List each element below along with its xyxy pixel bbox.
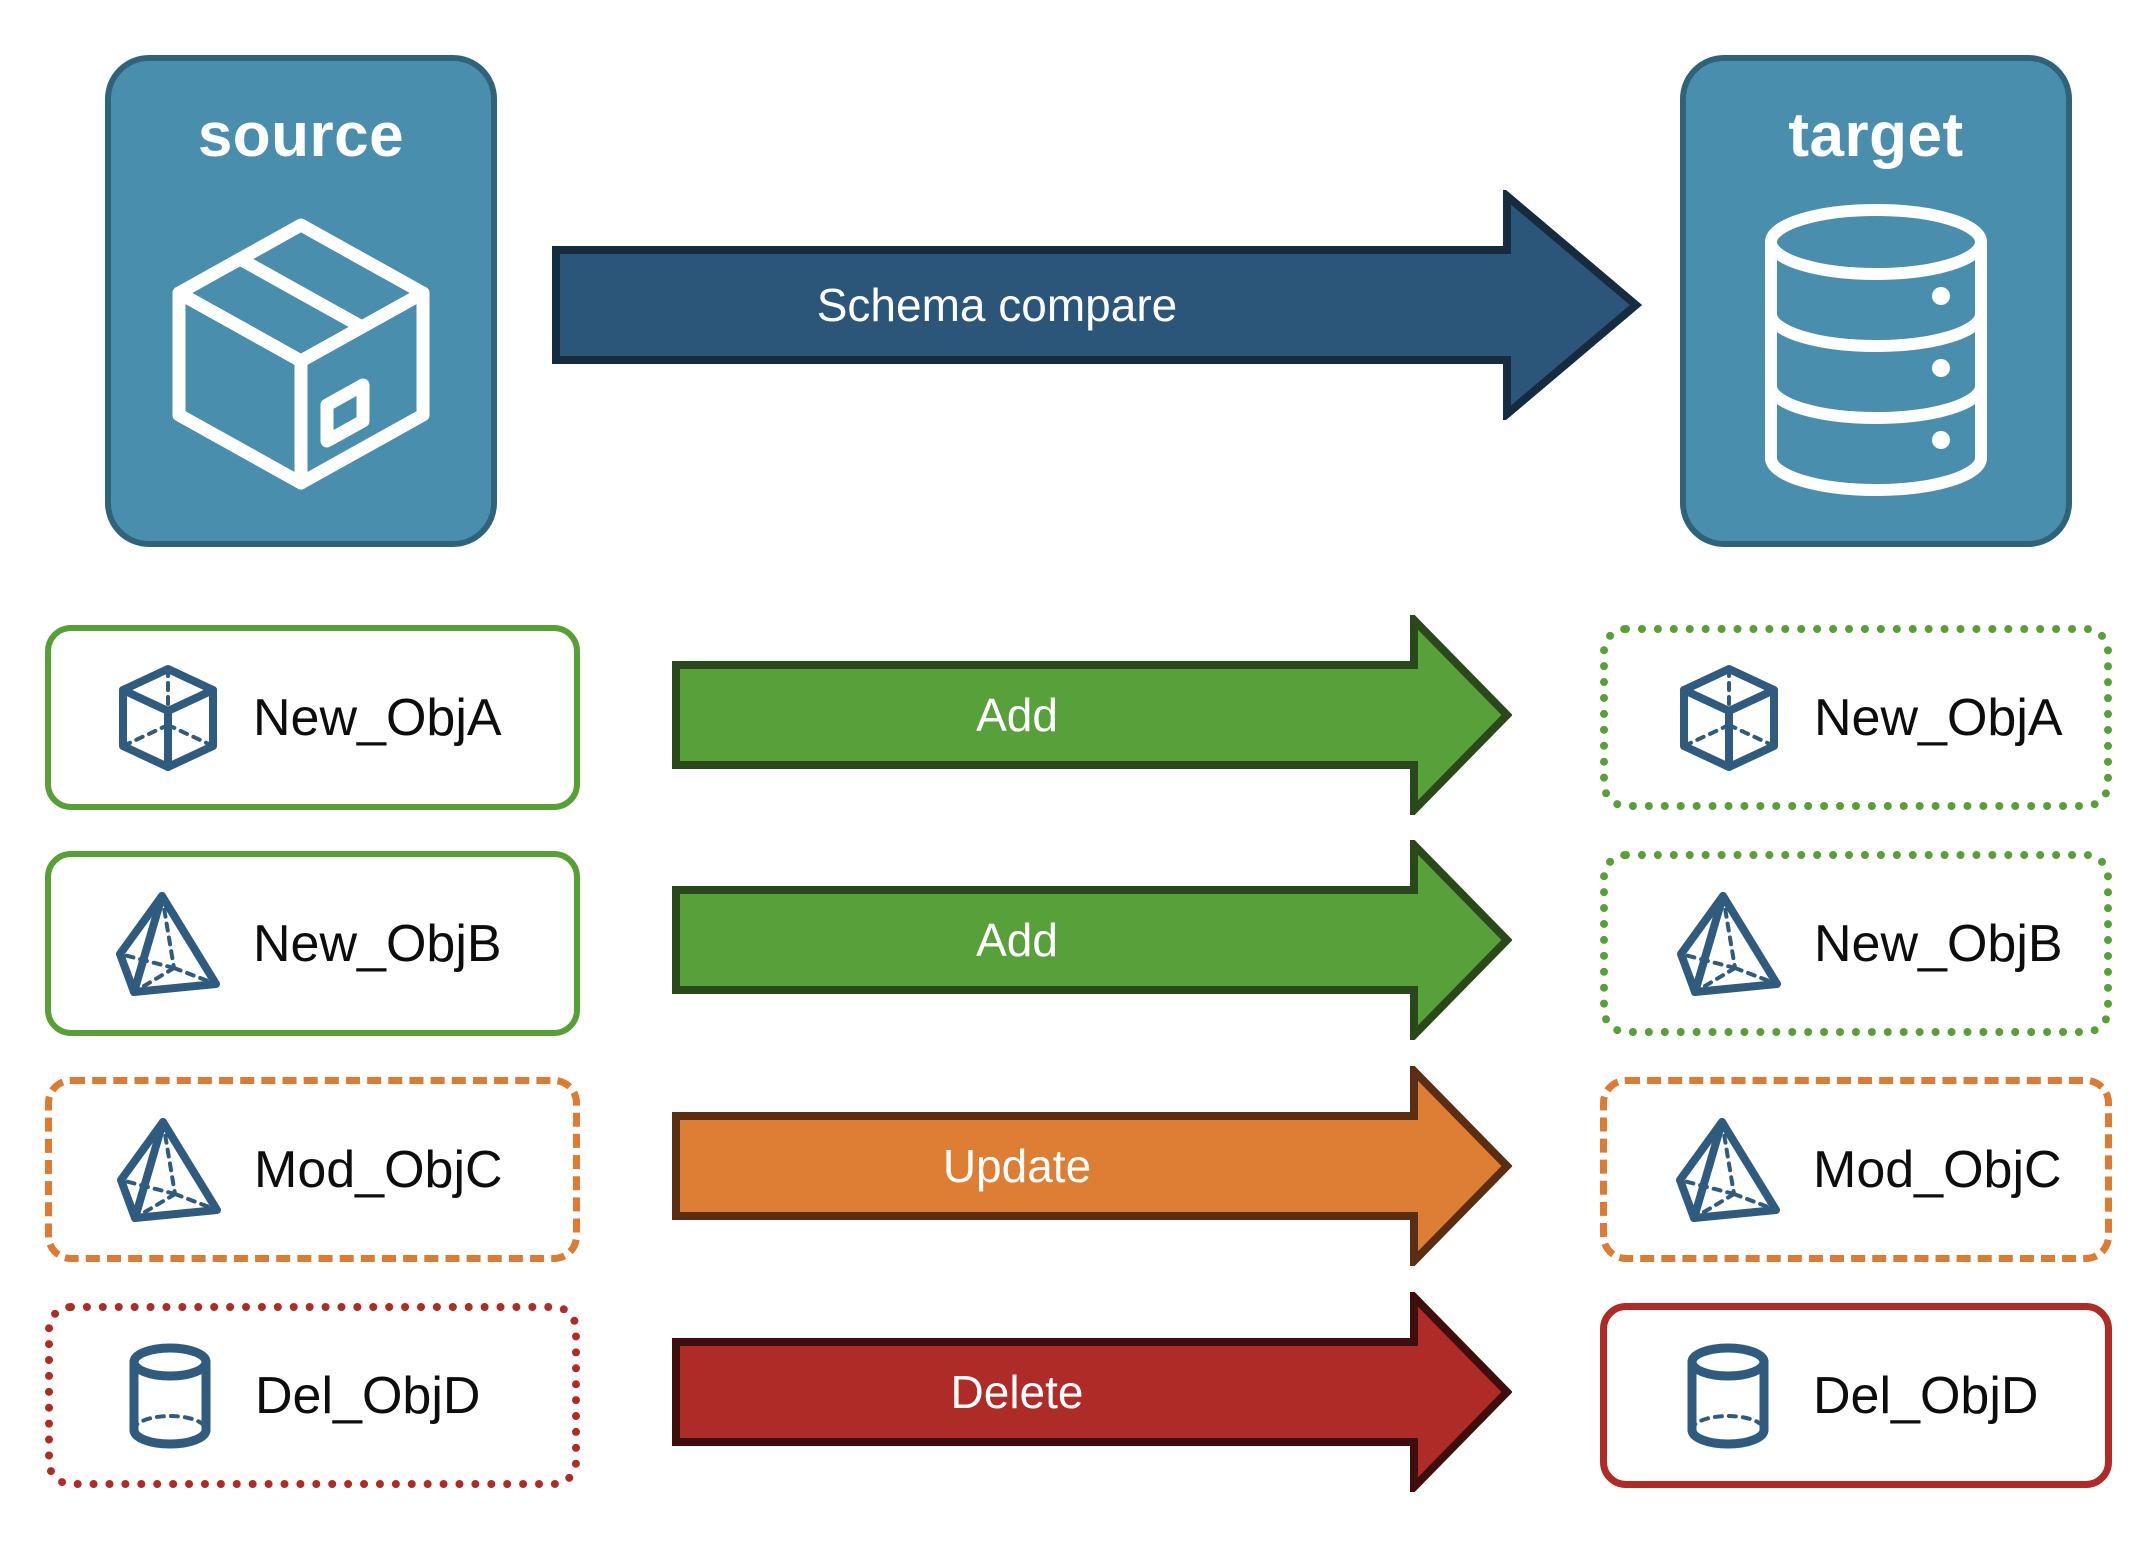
source-card-new-obja[interactable]: New_ObjA	[45, 625, 580, 810]
target-card-new-obja[interactable]: New_ObjA	[1600, 625, 2112, 810]
action-arrow-add-1[interactable]: Add	[672, 610, 1513, 820]
action-arrow-delete[interactable]: Delete	[672, 1287, 1513, 1497]
target-card-label: New_ObjB	[1814, 914, 2063, 973]
wireframe-pyramid-icon	[1670, 885, 1788, 1003]
target-card-label: Mod_ObjC	[1813, 1140, 2062, 1199]
wireframe-cylinder-icon	[111, 1337, 229, 1455]
target-card-new-objb[interactable]: New_ObjB	[1600, 851, 2112, 1036]
target-card-label: Del_ObjD	[1813, 1366, 2039, 1425]
source-title: source	[197, 101, 405, 170]
target-card-mod-objc[interactable]: Mod_ObjC	[1600, 1077, 2112, 1262]
package-box-icon	[111, 167, 491, 541]
wireframe-cylinder-icon	[1669, 1337, 1787, 1455]
source-card-label: Del_ObjD	[255, 1366, 481, 1425]
target-card-del-objd[interactable]: Del_ObjD	[1600, 1303, 2112, 1488]
action-arrow-update[interactable]: Update	[672, 1061, 1513, 1271]
wireframe-pyramid-icon	[109, 885, 227, 1003]
source-card-label: Mod_ObjC	[254, 1140, 503, 1199]
source-card-label: New_ObjB	[253, 914, 502, 973]
target-panel[interactable]: target	[1680, 55, 2072, 547]
source-card-label: New_ObjA	[253, 688, 502, 747]
source-card-del-objd[interactable]: Del_ObjD	[45, 1303, 580, 1488]
wireframe-cube-icon	[109, 659, 227, 777]
source-card-mod-objc[interactable]: Mod_ObjC	[45, 1077, 580, 1262]
schema-compare-arrow[interactable]: Schema compare	[552, 187, 1643, 423]
action-arrow-add-2[interactable]: Add	[672, 835, 1513, 1045]
target-title: target	[1788, 101, 1964, 170]
source-panel[interactable]: source	[105, 55, 497, 547]
wireframe-cube-icon	[1670, 659, 1788, 777]
database-cylinder-icon	[1686, 167, 2066, 541]
source-card-new-objb[interactable]: New_ObjB	[45, 851, 580, 1036]
target-card-label: New_ObjA	[1814, 688, 2063, 747]
wireframe-pyramid-icon	[110, 1111, 228, 1229]
wireframe-pyramid-icon	[1669, 1111, 1787, 1229]
